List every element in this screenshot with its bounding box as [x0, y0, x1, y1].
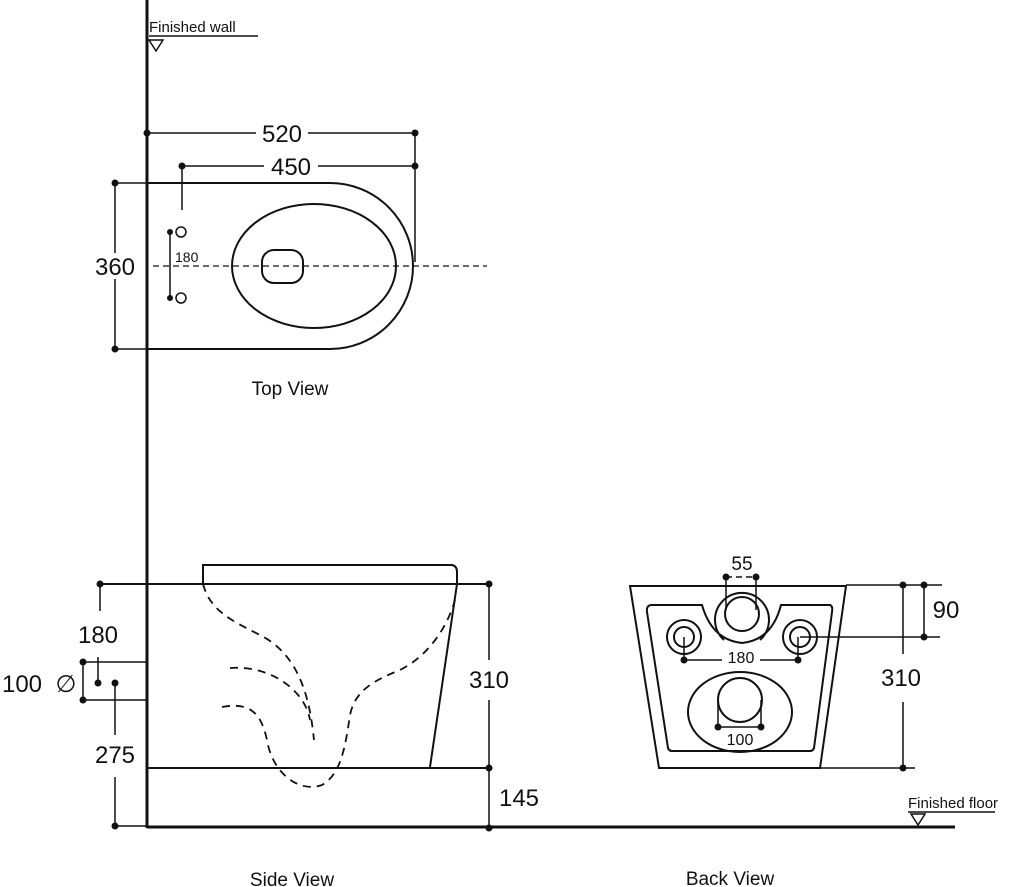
finished-floor-marker: Finished floor [908, 795, 998, 827]
outlet-oval [687, 671, 793, 753]
dim-520: 520 [262, 121, 302, 148]
dim-180-back: 180 [728, 650, 755, 667]
dim-180-top: 180 [175, 249, 199, 265]
finished-wall-marker: Finished wall [147, 19, 258, 53]
dim-275: 275 [95, 742, 135, 769]
side-body-outline [202, 564, 458, 768]
dim-450: 450 [271, 154, 311, 181]
dim-180-side: 180 [78, 622, 118, 649]
dim-310-side: 310 [469, 667, 509, 694]
water-inlet [724, 596, 760, 632]
diameter-symbol-icon: ∅ [56, 671, 77, 698]
trap-curve [202, 583, 315, 741]
dim-55: 55 [731, 554, 752, 575]
dim-310-back: 310 [881, 665, 921, 692]
side-view-label: Side View [250, 870, 334, 887]
top-outline [147, 182, 414, 350]
dim-100-back: 100 [727, 732, 754, 749]
finished-floor-label: Finished floor [908, 795, 998, 812]
waste-outlet [717, 677, 763, 723]
finished-wall-label: Finished wall [149, 19, 236, 36]
level-triangle-icon [147, 39, 165, 53]
side-view: 310 145 180 275 100 ∅ Side View [2, 564, 539, 887]
level-triangle-icon [909, 813, 927, 827]
back-view-label: Back View [686, 869, 775, 887]
top-view-label: Top View [252, 379, 329, 400]
dim-360: 360 [95, 254, 135, 281]
top-view: 520 450 360 180 Top View [90, 120, 487, 400]
dim-100-side: 100 [2, 671, 42, 698]
dim-90: 90 [933, 597, 960, 624]
dim-145: 145 [499, 785, 539, 812]
back-view: 55 180 100 90 310 Back View [628, 554, 960, 887]
back-inner-outline [645, 604, 834, 752]
